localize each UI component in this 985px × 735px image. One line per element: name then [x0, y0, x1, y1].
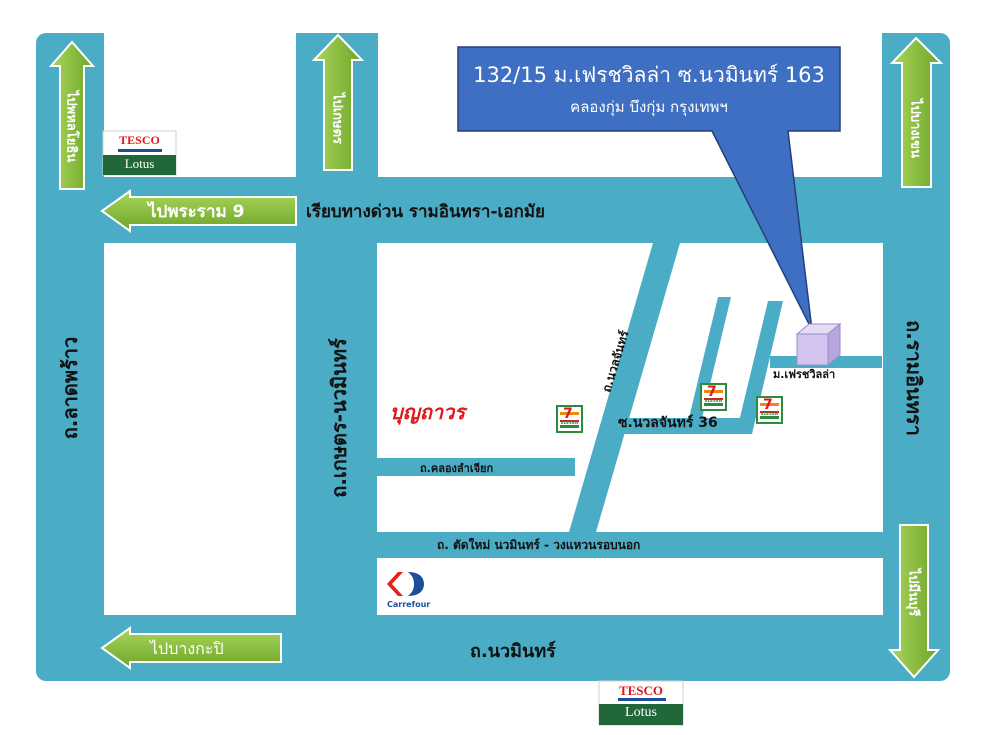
road-ladprao-label: ถ.ลาดพร้าว: [58, 336, 82, 440]
nuanchan-road: [569, 243, 680, 532]
seven-eleven-2-number: 7: [707, 384, 717, 400]
carrefour-logo: [387, 572, 424, 596]
arrow-bangkapi-label: ไปบางกะปิ: [150, 639, 224, 658]
tesco-lotus-logo-top: [102, 130, 177, 176]
seven-eleven-3-eleven: ELEVEN: [760, 411, 779, 416]
arrow-minburi: [887, 524, 941, 679]
arrow-right-top-label: ไปบางเขน: [907, 99, 923, 158]
road-expressway-label: เรียบทางด่วน รามอินทรา-เอกมัย: [306, 202, 546, 222]
seven-eleven-logo-1: [556, 405, 583, 433]
block-left: [104, 243, 296, 615]
seven-eleven-logo-2: [700, 383, 727, 411]
seven-eleven-3-number: 7: [763, 397, 773, 413]
tesco-bottom-text: TESCO: [618, 683, 664, 698]
bunthavorn-logo: บุญถาวร: [390, 400, 466, 424]
arrow-bangkapi: [100, 626, 282, 670]
arrow-rama9-label: ไปพระราม 9: [148, 202, 245, 222]
soi36-road: [610, 418, 752, 434]
arrow-mid-top-label: ไปเกษตร: [329, 92, 345, 145]
seven-eleven-logo-3: [756, 396, 783, 424]
tesco-lotus-logo-bottom: [598, 680, 684, 726]
road-kaset-label: ถ.เกษตร-นวมินทร์: [327, 338, 351, 498]
address-callout: [457, 46, 841, 331]
fresh-villa-label: ม.เฟรชวิลล่า: [773, 368, 836, 381]
soi-branch-2: [736, 301, 783, 434]
road-soi-nuanchan-label: ซ.นวลจันทร์ 36: [618, 415, 718, 431]
arrow-mid-top: [311, 33, 365, 171]
cut-road-strip: [377, 532, 883, 558]
tesco-top-text: TESCO: [119, 133, 160, 147]
carrefour-label: Carrefour: [387, 600, 431, 609]
seven-eleven-1-eleven: ELEVEN: [560, 420, 579, 425]
lotus-top-text: Lotus: [124, 156, 155, 171]
soi-branch-1: [689, 297, 731, 418]
seven-eleven-2-eleven: ELEVEN: [704, 398, 723, 403]
arrow-minburi-label: ไปมีนบุรี: [905, 568, 921, 617]
arrow-left-top: [48, 40, 96, 190]
road-ramintra-label: ถ.รามอินทรา: [902, 320, 926, 436]
road-khlong-label: ถ.คลองลำเจียก: [420, 462, 494, 475]
road-cut-label: ถ. ตัดใหม่ นวมินทร์ - วงแหวนรอบนอก: [437, 538, 641, 552]
block-bottom: [377, 558, 883, 615]
seven-eleven-1-number: 7: [563, 406, 573, 422]
lotus-bottom-text: Lotus: [625, 705, 657, 720]
khlong-road: [377, 458, 575, 476]
arrow-right-top: [889, 36, 944, 188]
callout-address-line1: 132/15 ม.เฟรชวิลล่า ซ.นวมินทร์ 163: [473, 63, 825, 87]
fresh-villa-cube: [795, 322, 842, 367]
road-nawamin-label: ถ.นวมินทร์: [470, 641, 556, 662]
arrow-rama9: [100, 189, 297, 233]
callout-address-line2: คลองกุ่ม บึงกุ่ม กรุงเทพฯ: [570, 98, 728, 116]
arrow-left-top-label: ไปพหลโยธิน: [63, 90, 79, 163]
